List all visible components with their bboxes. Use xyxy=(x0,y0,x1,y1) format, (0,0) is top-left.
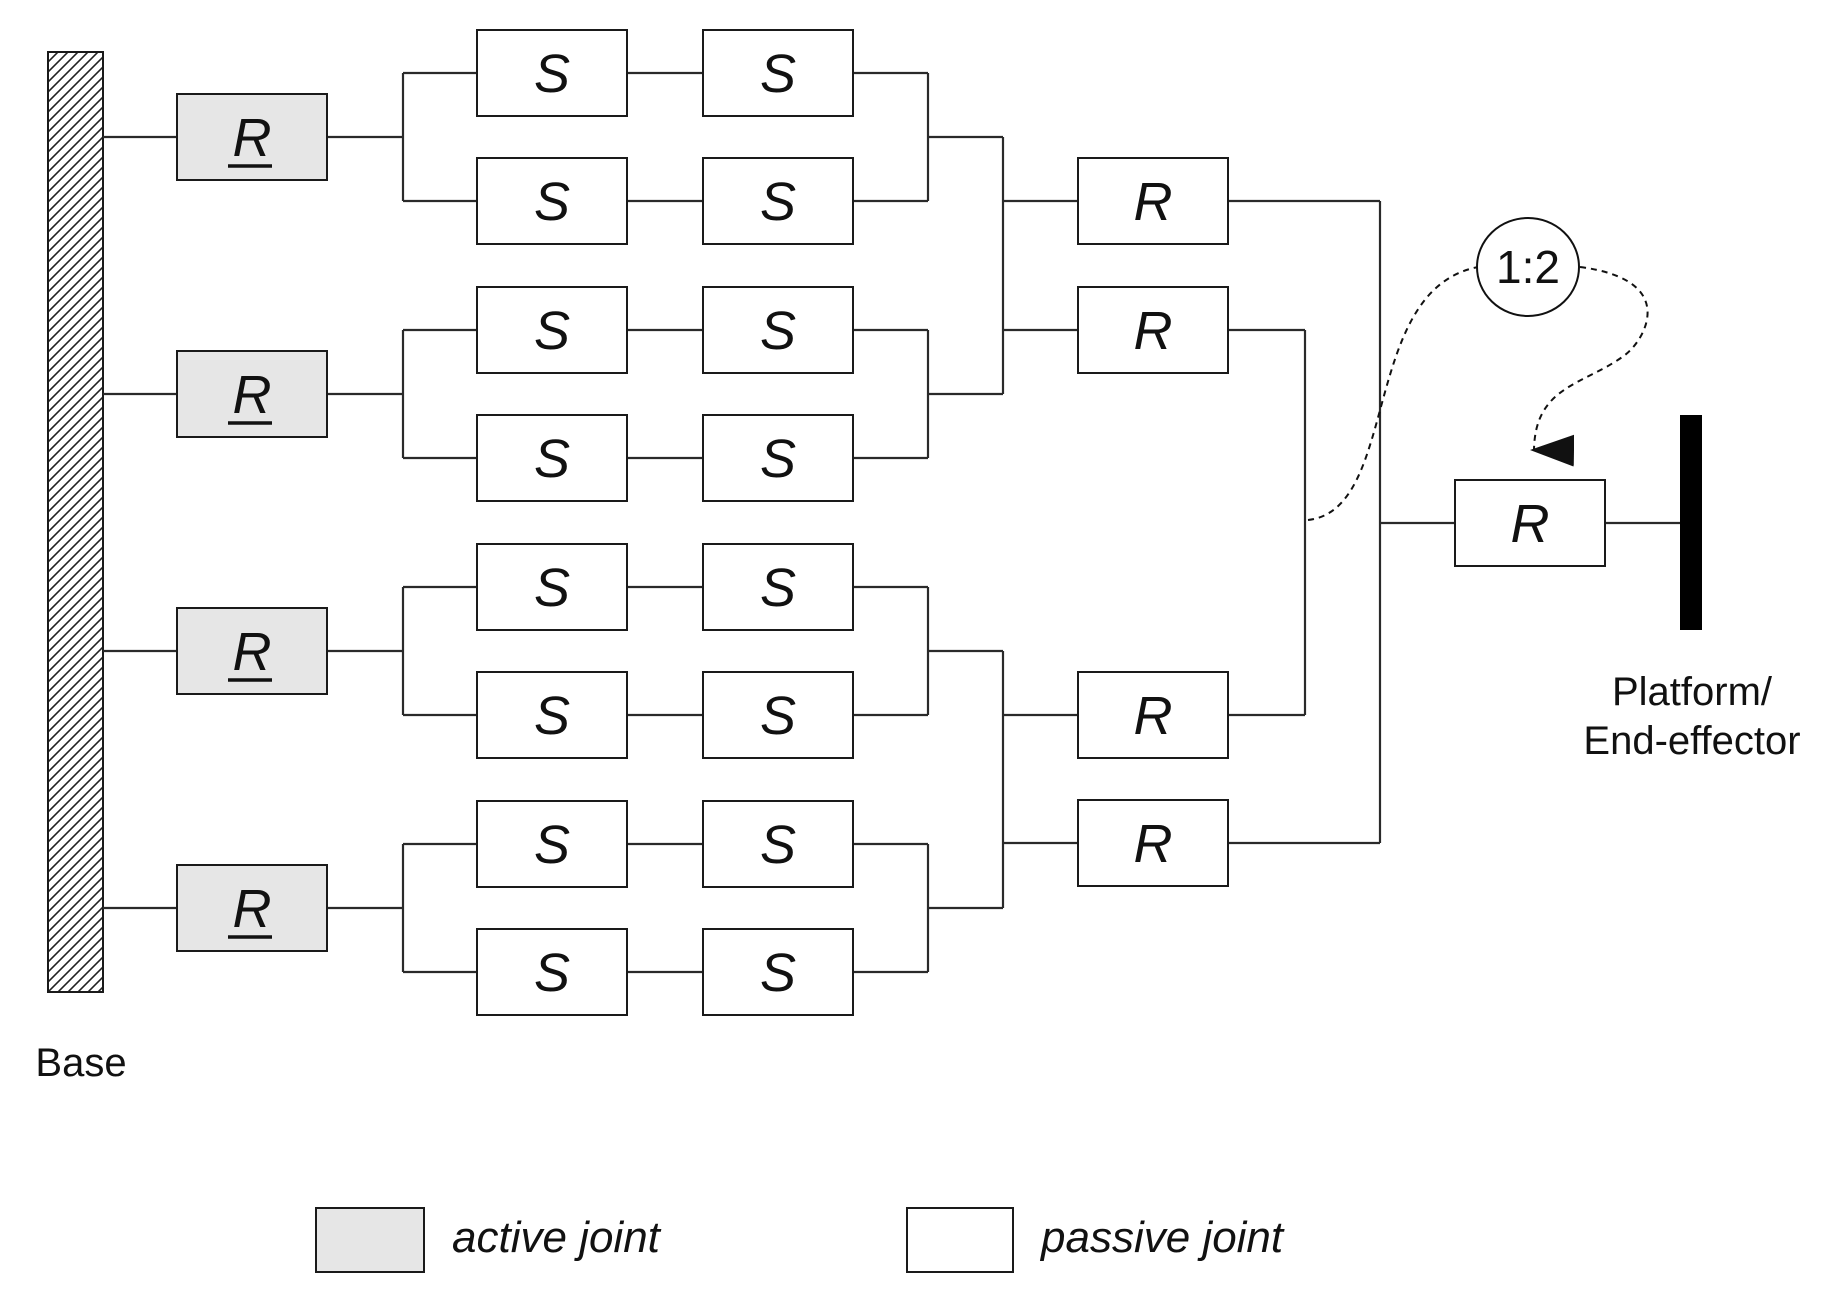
branch-3-active-joint-box xyxy=(176,607,328,695)
passive-revolute-4-box xyxy=(1077,799,1229,887)
branch-4-active-joint: R xyxy=(176,864,328,952)
branch-2-sub2-joint-1-box xyxy=(476,414,628,502)
ratio-label: 1:2 xyxy=(1496,241,1560,293)
legend-passive-label: passive joint xyxy=(1039,1213,1285,1262)
branch-1-sub1-joint-1: S xyxy=(476,29,628,117)
branch-4-sub2-joint-1: S xyxy=(476,928,628,1016)
branch-3-sub2-joint-2-symbol: S xyxy=(760,686,796,746)
branch-2-sub2-joint-2: S xyxy=(702,414,854,502)
coupling-dashed-curve xyxy=(1307,266,1479,521)
branch-1-sub1-joint-1-box xyxy=(476,29,628,117)
branch-1-sub2-joint-1-box xyxy=(476,157,628,245)
branch-3-active-joint: R xyxy=(176,607,328,695)
branch-2-sub1-joint-1-symbol: S xyxy=(534,301,570,361)
branch-4-sub1-joint-2-symbol: S xyxy=(760,815,796,875)
branch-4-sub2-joint-2-symbol: S xyxy=(760,943,796,1003)
branch-4-active-joint-symbol: R xyxy=(233,879,272,939)
branch-3-sub2-joint-1: S xyxy=(476,671,628,759)
branch-3-sub1-joint-2-box xyxy=(702,543,854,631)
branch-2-sub1-joint-2: S xyxy=(702,286,854,374)
branch-2-sub1-joint-2-box xyxy=(702,286,854,374)
output-revolute-box xyxy=(1454,479,1606,567)
branch-3-sub2-joint-2: S xyxy=(702,671,854,759)
branch-3-active-joint-symbol: R xyxy=(233,622,272,682)
branch-4-sub2-joint-2-box xyxy=(702,928,854,1016)
branch-1-sub2-joint-2-box xyxy=(702,157,854,245)
platform-label-line2: End-effector xyxy=(1583,719,1800,763)
branch-4-sub1-joint-1-box xyxy=(476,800,628,888)
branch-4-sub1-joint-1-symbol: S xyxy=(534,815,570,875)
joint-boxes: R S S S S R S S S S R S S S S R S S S S R R R R R xyxy=(176,29,1606,1016)
passive-revolute-1: R xyxy=(1077,157,1229,245)
passive-revolute-2-symbol: R xyxy=(1134,301,1173,361)
branch-3-sub2-joint-2-box xyxy=(702,671,854,759)
passive-revolute-3-symbol: R xyxy=(1134,686,1173,746)
branch-1-sub1-joint-2-symbol: S xyxy=(760,44,796,104)
output-revolute-symbol: R xyxy=(1511,494,1550,554)
branch-2-sub1-joint-2-symbol: S xyxy=(760,301,796,361)
branch-1-sub2-joint-2-symbol: S xyxy=(760,172,796,232)
branch-4-sub1-joint-2: S xyxy=(702,800,854,888)
passive-revolute-1-box xyxy=(1077,157,1229,245)
branch-2-sub2-joint-1: S xyxy=(476,414,628,502)
branch-4-sub1-joint-2-box xyxy=(702,800,854,888)
branch-2-active-joint-symbol: R xyxy=(233,365,272,425)
passive-revolute-3-box xyxy=(1077,671,1229,759)
branch-4-sub2-joint-1-symbol: S xyxy=(534,943,570,1003)
branch-1-sub2-joint-1-symbol: S xyxy=(534,172,570,232)
output-revolute: R xyxy=(1454,479,1606,567)
branch-2-active-joint: R xyxy=(176,350,328,438)
branch-2-sub2-joint-1-symbol: S xyxy=(534,429,570,489)
branch-4-sub2-joint-2: S xyxy=(702,928,854,1016)
branch-2-sub2-joint-2-box xyxy=(702,414,854,502)
legend-active-swatch xyxy=(315,1207,425,1273)
passive-revolute-3: R xyxy=(1077,671,1229,759)
connection-lines xyxy=(103,71,1680,974)
passive-revolute-1-symbol: R xyxy=(1134,172,1173,232)
passive-revolute-2: R xyxy=(1077,286,1229,374)
legend-active-label: active joint xyxy=(452,1213,662,1262)
branch-3-sub1-joint-1-box xyxy=(476,543,628,631)
branch-3-sub1-joint-1: S xyxy=(476,543,628,631)
branch-3-sub2-joint-1-box xyxy=(476,671,628,759)
branch-2-sub1-joint-1-box xyxy=(476,286,628,374)
branch-1-sub2-joint-2: S xyxy=(702,157,854,245)
base-link xyxy=(47,51,104,993)
branch-3-sub2-joint-1-symbol: S xyxy=(534,686,570,746)
passive-revolute-4-symbol: R xyxy=(1134,814,1173,874)
ratio-circle xyxy=(1476,217,1580,317)
legend-passive-swatch xyxy=(906,1207,1014,1273)
passive-revolute-2-box xyxy=(1077,286,1229,374)
branch-1-sub1-joint-2: S xyxy=(702,29,854,117)
branch-1-active-joint-symbol: R xyxy=(233,108,272,168)
branch-3-sub1-joint-2: S xyxy=(702,543,854,631)
branch-2-sub2-joint-2-symbol: S xyxy=(760,429,796,489)
branch-3-sub1-joint-1-symbol: S xyxy=(534,558,570,618)
branch-1-sub1-joint-1-symbol: S xyxy=(534,44,570,104)
branch-4-sub2-joint-1-box xyxy=(476,928,628,1016)
passive-revolute-4: R xyxy=(1077,799,1229,887)
platform-label-line1: Platform/ xyxy=(1612,670,1773,714)
branch-1-sub2-joint-1: S xyxy=(476,157,628,245)
branch-3-sub1-joint-2-symbol: S xyxy=(760,558,796,618)
branch-1-active-joint: R xyxy=(176,93,328,181)
base-label: Base xyxy=(35,1041,126,1085)
branch-1-sub1-joint-2-box xyxy=(702,29,854,117)
branch-4-sub1-joint-1: S xyxy=(476,800,628,888)
branch-2-sub1-joint-1: S xyxy=(476,286,628,374)
platform-bar xyxy=(1680,415,1702,630)
